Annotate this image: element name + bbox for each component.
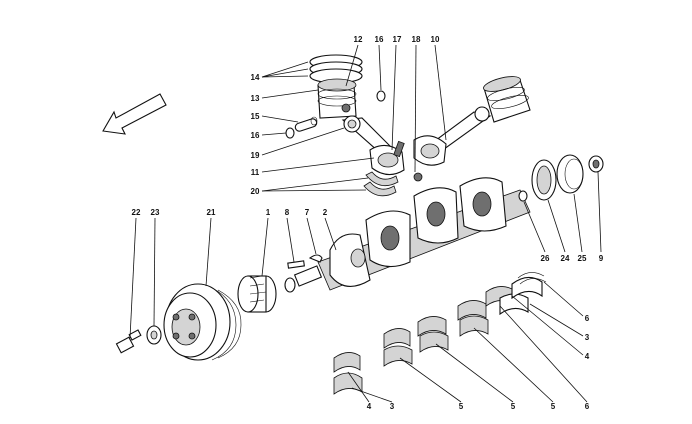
- callout-5-bottom-b: 5: [511, 402, 516, 411]
- callout-3-right: 3: [585, 333, 590, 342]
- callout-7: 7: [305, 208, 310, 217]
- callout-3-bottom: 3: [390, 402, 395, 411]
- callout-16-left: 16: [251, 131, 260, 140]
- callout-21: 21: [207, 208, 216, 217]
- callout-4-right: 4: [585, 352, 590, 361]
- callout-2: 2: [323, 208, 328, 217]
- callout-15: 15: [251, 112, 260, 121]
- bearing-ring-part: [556, 154, 584, 194]
- timing-gear-part: [237, 275, 277, 313]
- con-rod-bearing-part: [363, 171, 399, 197]
- piston-rings-part: [309, 54, 363, 84]
- leader-lines: [129, 44, 602, 403]
- callout-4-bottom: 4: [367, 402, 372, 411]
- callout-24: 24: [561, 254, 570, 263]
- connecting-rod-left-part: [341, 115, 405, 176]
- pilot-bushing-part: [588, 155, 604, 173]
- callout-9: 9: [599, 254, 604, 263]
- callout-26: 26: [541, 254, 550, 263]
- main-bearing-shells-parts: [333, 276, 543, 395]
- callout-20: 20: [251, 187, 260, 196]
- keys-parts: [287, 254, 323, 269]
- pulley-bolt-part: [115, 329, 142, 354]
- callout-6-right: 6: [585, 314, 590, 323]
- callout-22: 22: [132, 208, 141, 217]
- piston-left-part: [317, 78, 357, 119]
- callout-5-bottom-c: 5: [551, 402, 556, 411]
- direction-arrow-icon: [102, 93, 167, 135]
- callout-6-bottom: 6: [585, 402, 590, 411]
- piston-right-part: [483, 76, 531, 123]
- rear-seal-part: [531, 159, 557, 201]
- callout-25: 25: [578, 254, 587, 263]
- callout-14: 14: [251, 73, 260, 82]
- pulley-part: [163, 283, 242, 361]
- callout-1: 1: [266, 208, 271, 217]
- callout-10: 10: [431, 35, 440, 44]
- callout-17: 17: [393, 35, 402, 44]
- callout-18: 18: [412, 35, 421, 44]
- callout-5-bottom-a: 5: [459, 402, 464, 411]
- circlip-parts: [285, 90, 386, 139]
- connecting-rod-right-part: [413, 106, 492, 182]
- callout-16-top: 16: [375, 35, 384, 44]
- callout-12: 12: [354, 35, 363, 44]
- spigot-part: [518, 190, 528, 202]
- callout-8: 8: [285, 208, 290, 217]
- callout-23: 23: [151, 208, 160, 217]
- washer-part: [146, 325, 162, 345]
- callout-13: 13: [251, 94, 260, 103]
- piston-pin-part: [294, 116, 318, 132]
- thrust-washers-parts: [517, 272, 547, 285]
- crankshaft-part: [284, 177, 531, 293]
- callout-19: 19: [251, 151, 260, 160]
- callout-11: 11: [251, 168, 260, 177]
